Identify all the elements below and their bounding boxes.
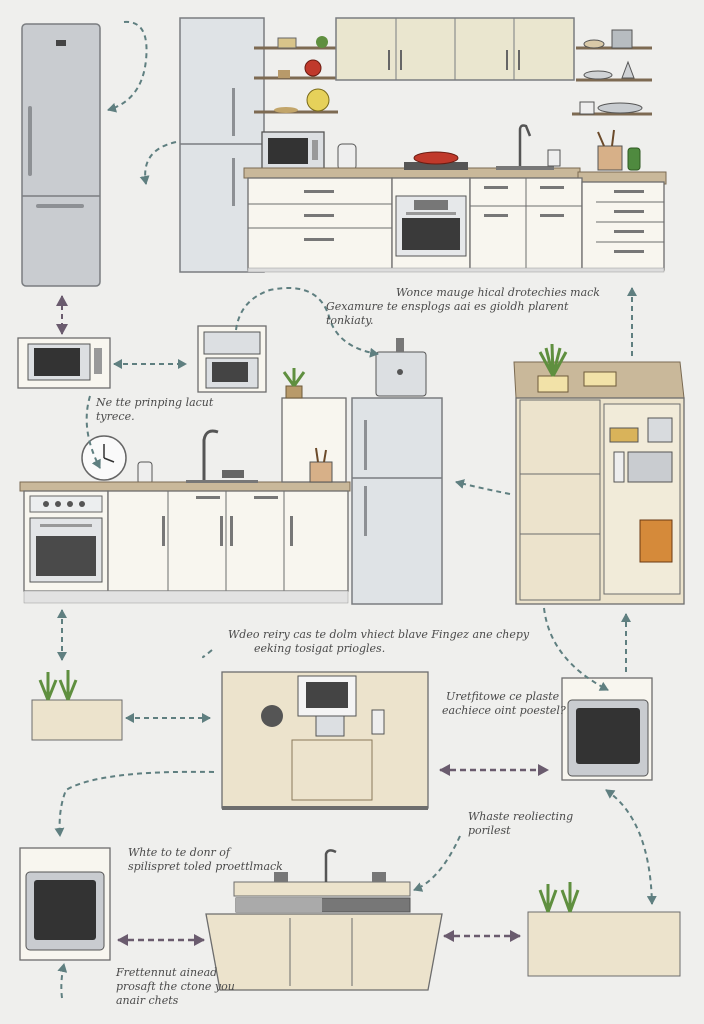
annotation-center-mid: Wdeo reiry cas te dolm vhiect blave Fing… <box>228 628 529 656</box>
annotation-line: Whte to te donr of <box>128 846 230 859</box>
annotation-right-mid: Uretfitowe ce plaste eachiece oint poest… <box>442 690 566 718</box>
annotation-line: spilispret toled proettlmack <box>128 860 283 873</box>
refrigerator-icon <box>21 23 101 287</box>
annotation-line: porilest <box>468 824 511 837</box>
plant-icon <box>282 368 306 399</box>
annotation-line: Whaste reoliecting <box>468 810 574 823</box>
planter-box <box>527 882 681 977</box>
annotation-lower-left: Whte to te donr of spilispret toled proe… <box>128 846 283 874</box>
annotation-line: eachiece oint poestel? <box>442 704 566 717</box>
middle-kitchen-run <box>19 338 443 605</box>
top-kitchen-run <box>179 17 667 273</box>
annotation-right-lower: Whaste reoliecting porilest <box>468 810 573 838</box>
annotation-line: eeking tosigat priogles. <box>254 642 386 655</box>
annotation-top-right: Wonce mauge hical drotechies mack Gexamu… <box>326 286 600 328</box>
dashed-arrow-icon <box>117 764 549 946</box>
kitchen-island-top <box>221 671 429 810</box>
annotation-bottom-left: Frettennut ainead prosaft the ctone you … <box>116 966 235 1008</box>
tall-pantry-unit <box>513 343 685 605</box>
microwave-icon <box>197 325 267 393</box>
dashed-arrow-icon <box>54 20 657 999</box>
annotation-line: Uretfitowe ce plaste <box>446 690 560 703</box>
annotation-line: prosaft the ctone you <box>116 980 235 993</box>
annotation-line: Wonce mauge hical drotechies mack <box>396 286 600 299</box>
oven-icon <box>561 677 653 781</box>
annotation-line: Frettennut ainead <box>116 966 218 979</box>
planter-box <box>31 670 123 741</box>
microwave-icon <box>17 337 111 389</box>
annotation-line: tonkiaty. <box>326 314 374 327</box>
annotation-line: Wdeo reiry cas te dolm vhiect blave Fing… <box>228 628 530 641</box>
wall-clock-icon <box>81 435 127 481</box>
annotation-line: anair chets <box>116 994 179 1007</box>
annotation-line: tyrece. <box>96 410 135 423</box>
annotation-line: Ne tte prinping lacut <box>96 396 214 409</box>
plant-icon <box>537 343 569 393</box>
kitchen-island-bottom <box>205 849 443 991</box>
annotation-left-mid: Ne tte prinping lacut tyrece. <box>96 396 213 424</box>
annotation-line: Gexamure te ensplogs aai es gioldh plare… <box>326 300 569 313</box>
oven-icon <box>19 847 111 961</box>
